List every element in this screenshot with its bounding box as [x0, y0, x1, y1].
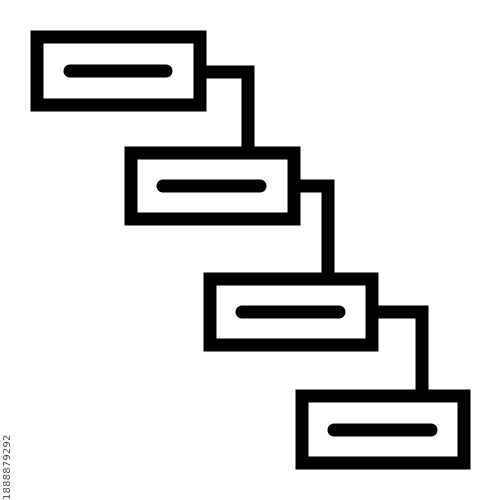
connectors: [200, 65, 429, 393]
task-box-4: [295, 389, 471, 470]
task-box-1: [30, 30, 207, 112]
connector-2-3: [294, 179, 335, 276]
stock-watermark: 1888879292: [2, 434, 13, 500]
connector-1-2: [200, 65, 255, 150]
task-boxes: [30, 30, 471, 470]
watermark-id: 1888879292: [2, 434, 13, 500]
task-box-2: [124, 146, 301, 226]
connector-3-4: [372, 305, 429, 393]
task-box-3: [203, 272, 379, 352]
